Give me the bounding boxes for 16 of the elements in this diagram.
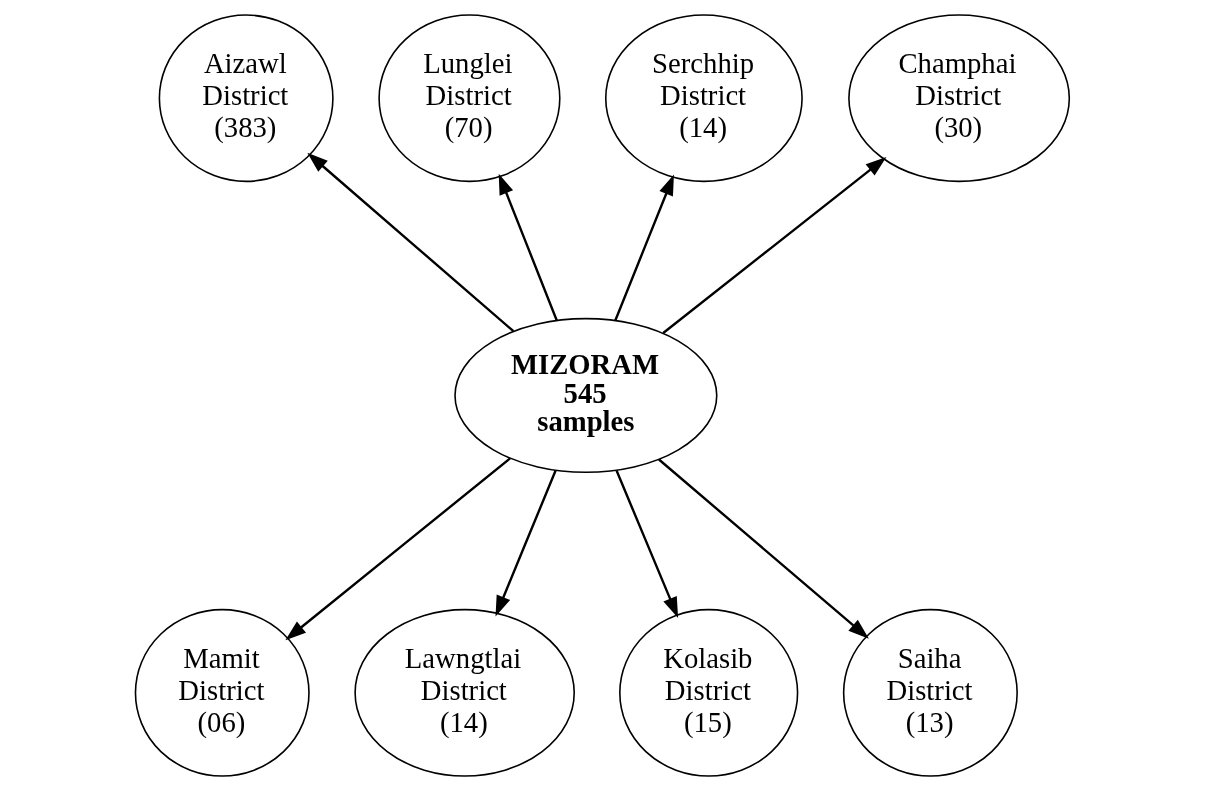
node-ellipse: Serchhip District (14) (604, 14, 803, 183)
arrow (615, 470, 679, 618)
arrow (285, 457, 511, 641)
arrow (498, 173, 558, 322)
node-ellipse: Lawngtlai District (14) (354, 608, 575, 777)
node-circle: Lunglei District (70) (378, 14, 561, 183)
node-circle: Kolasib District (15) (619, 608, 799, 777)
arrow (662, 157, 887, 334)
arrow (495, 470, 557, 617)
arrow (307, 152, 515, 333)
node-ellipse: MIZORAM 545 samples (454, 317, 718, 474)
arrow (658, 458, 869, 639)
node-circle: Saiha District (13) (842, 608, 1018, 777)
node-circle: Aizawl District (383) (158, 14, 334, 183)
node-ellipse: Champhai District (30) (848, 14, 1071, 183)
arrow (614, 174, 674, 321)
